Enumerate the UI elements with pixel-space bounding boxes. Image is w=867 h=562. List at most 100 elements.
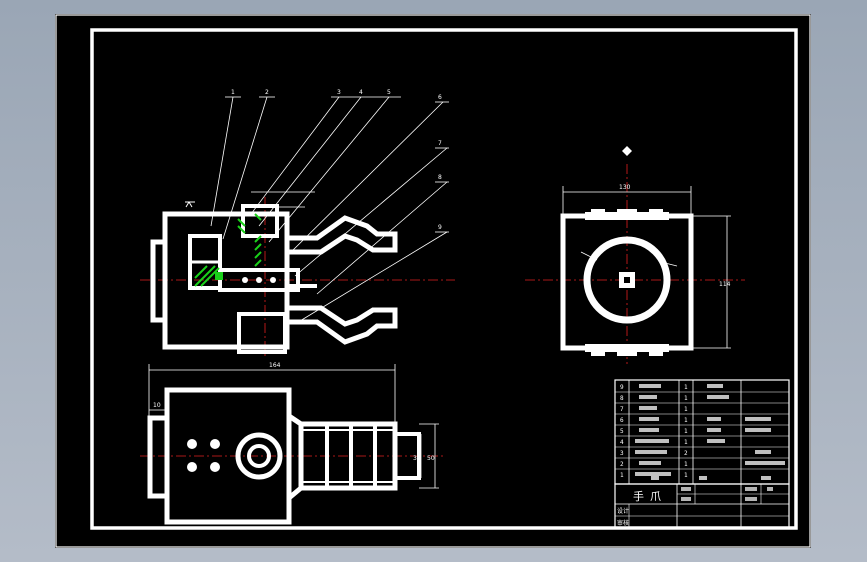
drawing-frame [90, 28, 798, 530]
check-label: 审核 [617, 519, 629, 527]
outer-sheet-border [55, 14, 811, 548]
front-shaft-pin-a [242, 277, 248, 283]
bom-row-qty: 1 [684, 395, 688, 402]
callout-1: 1 [231, 89, 235, 96]
callout-7: 7 [438, 140, 442, 147]
front-hatch-top [237, 213, 262, 234]
side-view: 130 114 [525, 146, 745, 364]
top-boss-inner [247, 444, 271, 468]
bom-blur [707, 428, 721, 432]
bom-table: 9 8 7 6 5 4 3 2 1 1 1 1 1 1 1 2 1 1 [614, 379, 790, 485]
top-hole-3 [187, 462, 197, 472]
bom-illegible-text [635, 384, 785, 480]
bom-row-qty: 1 [684, 417, 688, 424]
part-callouts: 1 2 3 4 5 6 7 8 9 [210, 89, 449, 325]
bom-row-no: 2 [620, 461, 624, 468]
bom-row-no: 1 [620, 472, 624, 479]
callout-6: 6 [438, 94, 442, 101]
bom-blur [635, 450, 667, 454]
leader-7 [294, 147, 448, 277]
leader-2 [222, 96, 268, 240]
bom-blur [707, 395, 729, 399]
drawing-title: 手爪 [633, 489, 667, 503]
front-top-boss [241, 204, 279, 238]
bom-row-no: 3 [620, 450, 624, 457]
leader-6 [286, 101, 444, 257]
bom-row-qty: 1 [684, 428, 688, 435]
side-marker [622, 146, 632, 156]
callout-2: 2 [265, 89, 269, 96]
cad-drawing-canvas: 1 2 3 4 5 6 7 8 9 [55, 14, 811, 548]
bom-blur [639, 428, 659, 432]
bom-blur [761, 476, 771, 480]
bom-blur [639, 406, 657, 410]
bom-blur [639, 461, 661, 465]
bom-blur [651, 476, 659, 480]
bom-row-qty: 1 [684, 472, 688, 479]
top-end-block [393, 432, 421, 480]
bom-row-no: 8 [620, 395, 624, 402]
leader-3 [250, 96, 340, 215]
title-block: 手爪 设计 审核 [614, 483, 790, 529]
top-flange [147, 415, 167, 499]
top-view: 164 10 36 50 [140, 362, 445, 525]
top-hole-2 [210, 439, 220, 449]
title-illegible-text [681, 487, 773, 501]
front-shaft-pin-b [256, 277, 262, 283]
bom-blur [745, 428, 771, 432]
front-main-body [162, 211, 290, 350]
top-dim-outer-label: 50 [427, 455, 435, 462]
leader-9 [294, 231, 448, 325]
front-view [140, 191, 455, 359]
title-blur [745, 487, 757, 491]
side-leader-left [580, 251, 598, 261]
leader-8 [316, 181, 448, 295]
side-ring [583, 236, 671, 324]
top-dim-width-label: 164 [269, 362, 281, 369]
bom-row-no: 4 [620, 439, 624, 446]
callout-8: 8 [438, 174, 442, 181]
side-dim-height-label: 114 [719, 281, 731, 288]
bom-blur [635, 439, 669, 443]
front-dim-arrow [185, 201, 193, 208]
side-dim-width-label: 130 [619, 184, 631, 191]
top-boss-outer [235, 432, 283, 480]
bom-row-no: 6 [620, 417, 624, 424]
bom-blur [639, 384, 661, 388]
front-upper-jaw [287, 215, 398, 255]
bom-blur [639, 395, 657, 399]
title-blur [745, 497, 757, 501]
title-frame [614, 483, 790, 529]
top-dim-offset-label: 10 [153, 402, 161, 409]
callout-3: 3 [337, 89, 341, 96]
front-shaft-pin-c [270, 277, 276, 283]
bom-row-qty: 1 [684, 384, 688, 391]
top-main-body [164, 387, 292, 525]
bom-blur [745, 417, 771, 421]
top-dim-inner-label: 36 [413, 455, 421, 462]
top-hole-4 [210, 462, 220, 472]
callout-4: 4 [359, 89, 363, 96]
bom-row-no: 7 [620, 406, 624, 413]
side-hub-hole [624, 277, 630, 283]
leader-1 [210, 96, 234, 227]
bom-blur [745, 461, 785, 465]
side-leader-right [660, 261, 678, 267]
front-green-block [215, 272, 223, 280]
leader-5 [268, 96, 390, 243]
leader-4 [258, 96, 362, 227]
bom-row-qty: 2 [684, 450, 688, 457]
title-blur [681, 497, 691, 501]
callout-5: 5 [387, 89, 391, 96]
title-blur [767, 487, 773, 491]
front-base-flange [150, 239, 165, 323]
cad-drawing: 1 2 3 4 5 6 7 8 9 [55, 14, 811, 548]
title-blur [681, 487, 691, 491]
bom-row-qty: 1 [684, 406, 688, 413]
front-hatch-middle [254, 235, 262, 267]
bom-blur [639, 417, 659, 421]
design-label: 设计 [617, 507, 629, 515]
bom-blur [707, 417, 721, 421]
bom-row-no: 9 [620, 384, 624, 391]
bom-blur [707, 384, 723, 388]
